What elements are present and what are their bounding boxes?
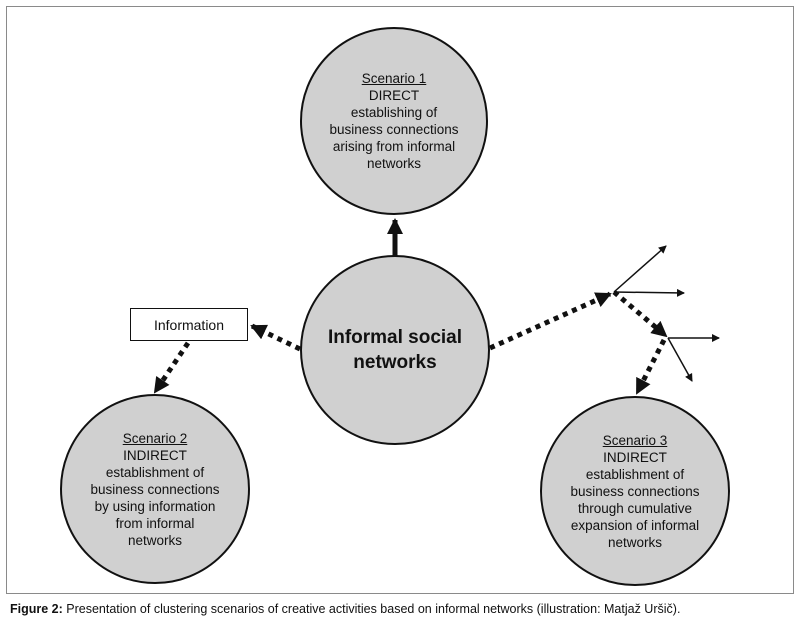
arrow-branch1-to-branch2 bbox=[612, 290, 668, 338]
arrow-branch2-to-scenario3 bbox=[634, 338, 667, 395]
branch-arrow-down-2 bbox=[667, 337, 693, 382]
scenario2-title: Scenario 2 bbox=[122, 430, 188, 446]
scenario1-line: networks bbox=[366, 156, 422, 171]
caption-text: Presentation of clustering scenarios of … bbox=[62, 602, 681, 616]
information-label: Information bbox=[153, 316, 225, 333]
information-box: Information bbox=[130, 308, 248, 341]
scenario3-line: expansion of informal bbox=[570, 517, 700, 533]
scenario2-node: Scenario 2 INDIRECT establishment of bus… bbox=[60, 394, 250, 584]
scenario3-line: establishment of bbox=[585, 466, 685, 482]
hub-label: Informal social bbox=[327, 327, 463, 348]
scenario3-line: business connections bbox=[570, 483, 700, 499]
scenario2-line: from informal bbox=[115, 515, 195, 531]
scenario2-line: networks bbox=[127, 532, 183, 548]
arrow-information-to-scenario2 bbox=[152, 341, 191, 394]
caption-label: Figure 2: bbox=[10, 602, 63, 616]
scenario1-line: DIRECT bbox=[368, 88, 420, 103]
scenario2-line: INDIRECT bbox=[123, 447, 187, 463]
hub-label: networks bbox=[353, 352, 437, 373]
arrow-hub-to-information bbox=[250, 323, 302, 352]
arrow-hub-to-branch1 bbox=[488, 291, 612, 351]
hub-node: Informal social networks bbox=[300, 255, 490, 445]
branch-arrow-right bbox=[613, 288, 685, 297]
scenario1-title: Scenario 1 bbox=[361, 71, 427, 86]
scenario1-line: business connections bbox=[329, 122, 459, 137]
scenario3-title: Scenario 3 bbox=[602, 432, 668, 448]
scenario2-line: by using information bbox=[94, 498, 216, 514]
scenario1-line: arising from informal bbox=[332, 139, 456, 154]
scenario3-line: networks bbox=[607, 534, 663, 550]
scenario2-line: establishment of bbox=[105, 464, 205, 480]
branch-arrow-up bbox=[613, 245, 667, 293]
scenario1-line: establishing of bbox=[350, 105, 438, 120]
scenario1-node: Scenario 1 DIRECT establishing of busine… bbox=[300, 27, 488, 215]
scenario3-line: through cumulative bbox=[577, 500, 693, 516]
scenario3-line: INDIRECT bbox=[603, 449, 667, 465]
scenario2-line: business connections bbox=[90, 481, 220, 497]
figure-caption: Figure 2: Presentation of clustering sce… bbox=[10, 602, 790, 616]
scenario3-node: Scenario 3 INDIRECT establishment of bus… bbox=[540, 396, 730, 586]
